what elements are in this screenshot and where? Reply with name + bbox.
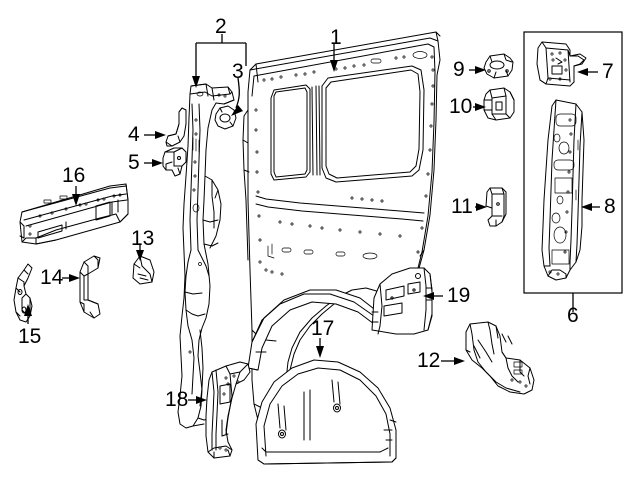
callout-label-12: 12 bbox=[417, 349, 441, 372]
part-small-gusset-plate[interactable] bbox=[132, 255, 155, 285]
callout-label-11: 11 bbox=[451, 195, 473, 218]
callout-label-5: 5 bbox=[128, 151, 140, 174]
leader-19 bbox=[423, 292, 443, 300]
part-pillar-reinforcement-bracket[interactable] bbox=[165, 107, 187, 147]
leader-9 bbox=[469, 66, 486, 74]
callout-label-17: 17 bbox=[311, 317, 335, 340]
leader-18 bbox=[188, 396, 207, 404]
leader-8 bbox=[581, 203, 600, 211]
part-latch-striker-bracket[interactable] bbox=[485, 187, 507, 227]
leader-17 bbox=[316, 338, 324, 358]
leader-10 bbox=[473, 103, 486, 111]
leader-15 bbox=[24, 304, 32, 324]
leader-3 bbox=[231, 77, 243, 116]
panel-1-fastener-holes bbox=[254, 51, 435, 276]
part-rocker-support-bracket[interactable] bbox=[79, 255, 101, 319]
part-wheelhouse-outer-panel[interactable] bbox=[255, 359, 397, 465]
part-7-fastener-holes bbox=[548, 51, 568, 81]
callout-label-4: 4 bbox=[128, 123, 140, 146]
leader-12 bbox=[441, 357, 465, 365]
callout-label-9: 9 bbox=[453, 58, 465, 81]
callout-label-16: 16 bbox=[62, 164, 86, 187]
leader-11 bbox=[475, 203, 487, 211]
part-front-pillar-inner[interactable] bbox=[205, 361, 251, 459]
part-roof-rail-retainer[interactable] bbox=[483, 53, 514, 79]
callout-label-2: 2 bbox=[215, 15, 227, 38]
callout-label-18: 18 bbox=[165, 388, 189, 411]
leader-7 bbox=[577, 68, 598, 76]
callout-label-15: 15 bbox=[18, 325, 42, 348]
part-rear-quarter-inner-panel[interactable] bbox=[465, 321, 535, 395]
leader-14 bbox=[62, 274, 80, 282]
leader-5 bbox=[144, 159, 163, 167]
part-center-pillar-assembly[interactable] bbox=[177, 83, 235, 429]
callout-label-1: 1 bbox=[330, 26, 342, 49]
callout-label-6: 6 bbox=[567, 304, 579, 327]
part-rear-body-pillar-inner[interactable] bbox=[541, 99, 585, 281]
callout-label-10: 10 bbox=[449, 95, 473, 118]
part-body-side-outer-panel[interactable] bbox=[242, 31, 441, 425]
part-seat-belt-anchor-plate[interactable] bbox=[214, 105, 237, 130]
callout-label-8: 8 bbox=[604, 195, 616, 218]
callout-label-3: 3 bbox=[232, 60, 244, 83]
part-8-cutouts bbox=[548, 113, 579, 276]
part-18-fastener-holes bbox=[218, 374, 240, 452]
leader-2 bbox=[192, 34, 247, 88]
part-rocker-panel-inner[interactable] bbox=[19, 183, 129, 245]
part-2-fastener-holes bbox=[188, 91, 227, 354]
leader-16 bbox=[72, 186, 80, 206]
callout-label-14: 14 bbox=[40, 266, 64, 289]
part-16-fastener-holes bbox=[28, 193, 122, 236]
callout-label-13: 13 bbox=[131, 227, 155, 250]
callout-label-19: 19 bbox=[447, 284, 471, 307]
leader-1 bbox=[330, 44, 338, 72]
part-striker-mounting-bracket[interactable] bbox=[162, 147, 187, 177]
part-12-fastener-holes bbox=[510, 361, 528, 388]
part-rear-wheelhouse-extension[interactable] bbox=[371, 267, 433, 335]
part-upper-rear-pillar-bracket[interactable] bbox=[536, 41, 587, 87]
leader-13 bbox=[136, 245, 144, 261]
part-door-hinge-reinforcement[interactable] bbox=[483, 87, 515, 121]
callout-label-7: 7 bbox=[602, 60, 614, 83]
leader-4 bbox=[144, 131, 166, 139]
